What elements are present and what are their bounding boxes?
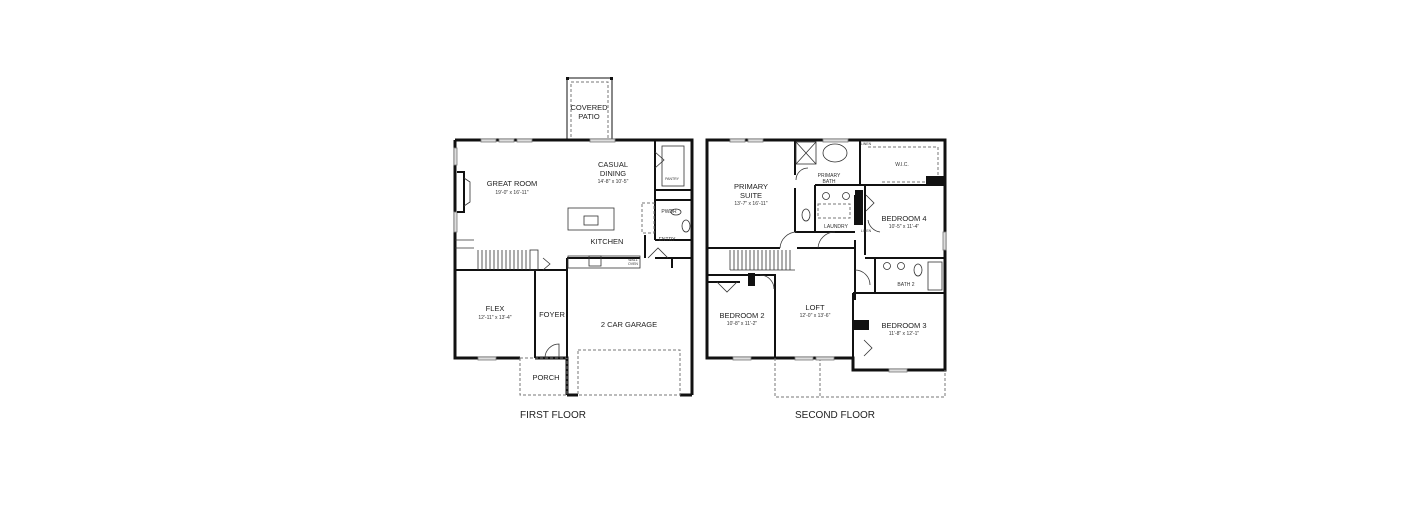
bedroom-2-label: BEDROOM 2	[719, 311, 764, 320]
bedroom-3-dims: 11'-8" x 12'-1"	[889, 331, 920, 337]
porch-outline	[519, 357, 568, 396]
wic-label: W.I.C.	[895, 162, 909, 168]
wall-oven-label-2: OVEN	[628, 262, 638, 266]
laundry-label: LAUNDRY	[824, 224, 848, 230]
casual-dining-label-2: DINING	[600, 169, 626, 178]
great-room-label: GREAT ROOM	[487, 179, 538, 188]
primary-suite-label-2: SUITE	[740, 191, 762, 200]
great-room-dims: 19'-0" x 16'-11"	[495, 190, 528, 196]
first-floor-title: FIRST FLOOR	[520, 410, 586, 421]
wall-oven-label: WALL	[628, 258, 637, 262]
covered-patio-label: COVERED	[570, 103, 608, 112]
primary-bath-label: PRIMARY	[818, 173, 841, 179]
primary-suite-dims: 13'-7" x 16'-11"	[734, 201, 767, 207]
first-floor-stairs	[455, 239, 539, 271]
loft-label: LOFT	[805, 303, 825, 312]
first-floor-plan: COVERED PATIO GREAT ROOM 19'-0" x 16'-11…	[453, 77, 694, 421]
kitchen-label: KITCHEN	[591, 237, 624, 246]
entry-label: ENTRY	[659, 237, 677, 243]
second-floor-title: SECOND FLOOR	[795, 410, 875, 421]
bath-2-label: BATH 2	[897, 282, 914, 288]
bedroom-4-dims: 10'-5" x 11'-4"	[889, 224, 920, 230]
foyer-label: FOYER	[539, 310, 565, 319]
flex-dims: 12'-11" x 13'-4"	[478, 315, 511, 321]
linen-label: LINEN	[861, 142, 872, 146]
bedroom-3-label: BEDROOM 3	[881, 321, 926, 330]
garage-label: 2 CAR GARAGE	[601, 320, 657, 329]
linen-label-2: LINEN	[861, 229, 872, 233]
second-floor-stairs	[729, 250, 795, 271]
casual-dining-label: CASUAL	[598, 160, 628, 169]
garage-door	[577, 349, 681, 396]
porch-label: PORCH	[532, 373, 559, 382]
flex-label: FLEX	[486, 304, 505, 313]
pantry-label: PANTRY	[665, 177, 680, 181]
bedroom-2-dims: 10'-8" x 11'-2"	[727, 321, 758, 327]
pwdr-label: PWDR	[661, 209, 677, 215]
primary-bath-label-2: BATH	[823, 179, 836, 185]
covered-patio-label-2: PATIO	[578, 112, 600, 121]
second-floor-plan: LINEN LINEN PRIMARY SUITE 13'-7" x 16'-1…	[705, 138, 947, 421]
bedroom-4-label: BEDROOM 4	[881, 214, 926, 223]
primary-suite-label: PRIMARY	[734, 182, 768, 191]
casual-dining-dims: 14'-8" x 10'-5"	[598, 179, 629, 185]
loft-dims: 12'-0" x 13'-6"	[800, 313, 831, 319]
kitchen-island	[567, 207, 615, 231]
